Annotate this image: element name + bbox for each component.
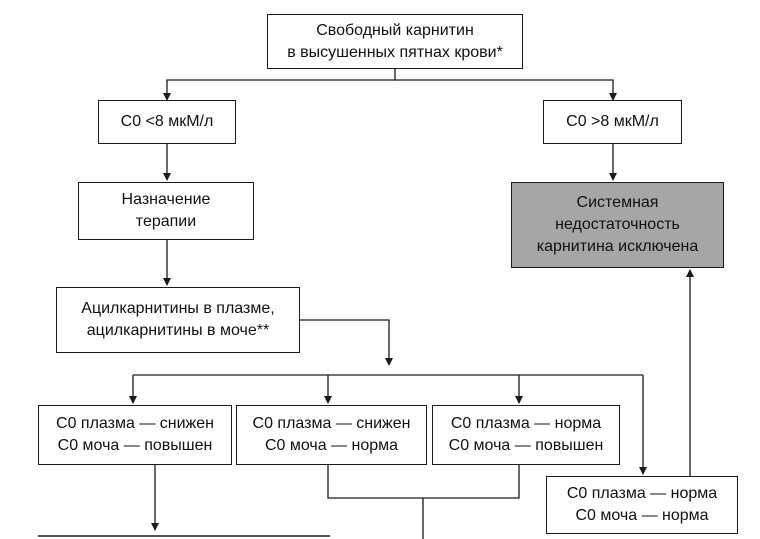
node-outcome-4: C0 плазма — норма C0 моча — норма xyxy=(546,476,738,534)
node-c0-low: C0 <8 мкМ/л xyxy=(98,100,236,144)
node-outcome-1-line-2: C0 моча — повышен xyxy=(57,437,213,454)
node-excluded-line-1: Системная xyxy=(576,194,659,211)
node-outcome-3-line-2: C0 моча — повышен xyxy=(448,437,604,454)
node-outcome-2-line-1: C0 плазма — снижен xyxy=(252,415,411,432)
node-outcome-4-line-1: C0 плазма — норма xyxy=(566,485,718,502)
node-free-carnitine: Свободный карнитин в высушенных пятнах к… xyxy=(267,14,523,69)
edge-acyl-bus xyxy=(300,319,393,366)
edge-root-high xyxy=(395,79,617,101)
node-acyl-line-2: ацилкарнитины в моче** xyxy=(86,322,270,339)
node-deficiency-excluded: Системная недостаточность карнитина искл… xyxy=(511,182,724,268)
node-therapy-line-1: Назначение xyxy=(121,191,211,208)
node-free-carnitine-line-1: Свободный карнитин xyxy=(316,21,474,39)
node-acylcarnitines: Ацилкарнитины в плазме, ацилкарнитины в … xyxy=(56,287,300,353)
node-c0-high-label: C0 >8 мкМ/л xyxy=(566,113,659,130)
node-outcome-1: C0 плазма — снижен C0 моча — повышен xyxy=(38,405,232,465)
node-free-carnitine-line-2: в высушенных пятнах крови* xyxy=(287,43,503,61)
node-outcome-2-line-2: C0 моча — норма xyxy=(264,437,399,454)
node-outcome-2: C0 плазма — снижен C0 моча — норма xyxy=(236,405,427,465)
node-c0-low-label: C0 <8 мкМ/л xyxy=(120,113,214,130)
edge-root-split xyxy=(163,69,396,101)
edge-outcome2-merge xyxy=(327,465,520,499)
node-c0-high: C0 >8 мкМ/л xyxy=(543,100,682,144)
node-excluded-line-2: недостаточность xyxy=(555,216,680,233)
node-acyl-line-1: Ацилкарнитины в плазме, xyxy=(81,300,275,317)
node-outcome-3-line-1: C0 плазма — норма xyxy=(450,415,602,432)
node-outcome-3: C0 плазма — норма C0 моча — повышен xyxy=(432,405,620,465)
node-outcome-1-line-1: C0 плазма — снижен xyxy=(56,415,214,432)
node-excluded-line-3: карнитина исключена xyxy=(536,238,699,255)
node-outcome-4-line-2: C0 моча — норма xyxy=(575,507,709,524)
node-therapy-line-2: терапии xyxy=(135,213,197,230)
node-therapy: Назначение терапии xyxy=(78,182,254,240)
